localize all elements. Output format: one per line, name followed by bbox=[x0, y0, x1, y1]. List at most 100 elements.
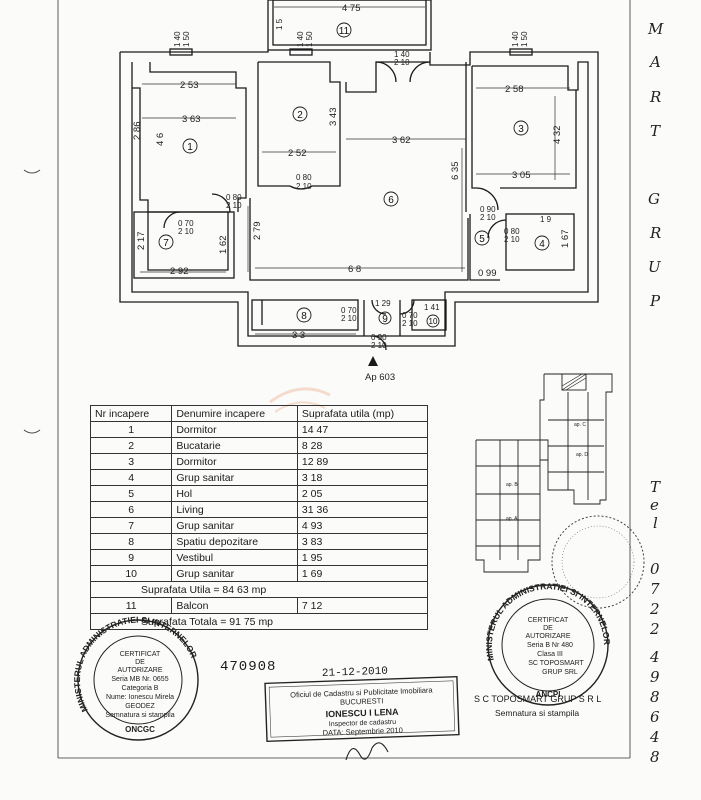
room-nr: 11 bbox=[89, 597, 173, 614]
room-nr: 3 bbox=[89, 453, 173, 470]
inspector-name: IONESCU I LENA bbox=[325, 707, 399, 720]
dim-label: 1 5 bbox=[275, 18, 284, 30]
dim-label: 1 40 bbox=[296, 31, 305, 47]
stamp-right-line: DE bbox=[543, 625, 553, 632]
side-letter: e bbox=[650, 496, 659, 514]
dim-label: 2 17 bbox=[136, 232, 147, 251]
dim-label: 1 40 bbox=[511, 31, 520, 47]
room-name: Vestibul bbox=[171, 549, 298, 566]
dim-label: 1 40 bbox=[173, 31, 182, 47]
dim-label: 0 70 bbox=[341, 306, 357, 315]
grand-total-row: Suprafata Totala = 91 75 mp bbox=[90, 613, 428, 630]
room-name: Hol bbox=[171, 485, 298, 502]
dim-label: 0 99 bbox=[478, 268, 497, 279]
room-area: 1 69 bbox=[296, 565, 429, 582]
dim-label: 0 70 bbox=[178, 219, 194, 228]
room-name: Grup sanitar bbox=[171, 469, 298, 486]
dim-label: 0 90 bbox=[371, 333, 387, 342]
dim-label: 0 90 bbox=[480, 205, 496, 214]
room-number-4: 4 bbox=[539, 239, 545, 250]
grand-total: Suprafata Totala = 91 75 mp bbox=[90, 613, 428, 630]
rooms-table: Nr incapere Denumire incapere Suprafata … bbox=[89, 405, 429, 630]
dim-label: 2 79 bbox=[252, 222, 263, 241]
usable-total-row: Suprafata Utila = 84 63 mp bbox=[90, 581, 428, 598]
document-date: 21-12-2010 bbox=[322, 666, 388, 680]
dim-label: 0 80 bbox=[504, 227, 520, 236]
dim-label: 4 6 bbox=[155, 133, 166, 146]
cadastre-stamp: Oficiul de Cadastru si Publicitate Imobi… bbox=[264, 675, 460, 743]
room-name: Spatiu depozitare bbox=[171, 533, 298, 550]
table-header: Nr incapere bbox=[89, 405, 173, 422]
side-letter: M bbox=[648, 20, 664, 38]
side-digit: 6 bbox=[650, 708, 660, 726]
room-area: 31 36 bbox=[296, 501, 429, 518]
room-number-6: 6 bbox=[388, 195, 394, 206]
table-header: Denumire incapere bbox=[171, 405, 298, 422]
dim-label: 2 10 bbox=[178, 227, 194, 236]
side-letter: U bbox=[648, 258, 661, 276]
side-digit: 0 bbox=[650, 560, 660, 578]
side-digit: 8 bbox=[650, 748, 660, 766]
room-area: 1 95 bbox=[296, 549, 429, 566]
room-name: Grup sanitar bbox=[171, 517, 298, 534]
stamp-left-line: GEODEZ bbox=[125, 703, 155, 710]
dim-label: 6 35 bbox=[450, 162, 461, 181]
stamp-right-bottom: ANCPI bbox=[536, 690, 561, 699]
stamp-right-line: Seria B Nr 480 bbox=[527, 642, 573, 649]
room-number-3: 3 bbox=[518, 124, 524, 135]
dim-label: 1 50 bbox=[520, 31, 529, 47]
room-area: 3 83 bbox=[296, 533, 429, 550]
dim-label: 3 05 bbox=[512, 170, 531, 181]
room-nr: 4 bbox=[89, 469, 173, 486]
stamp-left-line: DE bbox=[135, 659, 145, 666]
side-digit: 4 bbox=[650, 728, 660, 746]
dim-label: 4 75 bbox=[342, 3, 361, 14]
side-digit: 9 bbox=[650, 668, 660, 686]
side-letter: P bbox=[650, 292, 661, 310]
room-nr: 5 bbox=[89, 485, 173, 502]
room-number-7: 7 bbox=[163, 238, 169, 249]
dim-label: 2 92 bbox=[170, 266, 189, 277]
key-plan-label: ap. D bbox=[576, 452, 588, 458]
side-letter: l bbox=[653, 514, 658, 532]
dim-label: 1 29 bbox=[375, 299, 391, 308]
signature-caption: Semnatura si stampila bbox=[495, 708, 579, 718]
stamp-left-line: Categoria B bbox=[122, 685, 159, 692]
room-nr: 2 bbox=[89, 437, 173, 454]
room-area: 8 28 bbox=[296, 437, 429, 454]
side-digit: 8 bbox=[650, 688, 660, 706]
dim-label: 4 32 bbox=[552, 126, 563, 145]
dim-label: 2 10 bbox=[371, 341, 387, 350]
room-area: 7 12 bbox=[296, 597, 429, 614]
dim-label: 2 58 bbox=[505, 84, 524, 95]
dim-label: 3 43 bbox=[328, 108, 339, 127]
stamp-left-line: AUTORIZARE bbox=[118, 667, 163, 674]
stamp-left-line: Semnatura si stampila bbox=[105, 712, 174, 719]
key-plan-label: ap. B bbox=[506, 482, 518, 488]
stamp-left-bottom: ONCGC bbox=[125, 725, 155, 734]
dim-label: 1 40 bbox=[394, 50, 410, 59]
document-number: 470908 bbox=[220, 659, 276, 675]
dim-label: 1 62 bbox=[218, 236, 229, 255]
dim-label: 1 50 bbox=[182, 31, 191, 47]
room-number-11: 11 bbox=[339, 26, 350, 37]
inspector-title: Inspector de cadastru bbox=[329, 719, 397, 728]
room-number-5: 5 bbox=[479, 234, 485, 245]
side-letter: R bbox=[650, 88, 662, 106]
room-nr: 8 bbox=[89, 533, 173, 550]
room-name: Dormitor bbox=[171, 453, 298, 470]
dim-label: 2 10 bbox=[402, 319, 418, 328]
room-area: 2 05 bbox=[296, 485, 429, 502]
table-header: Suprafata utila (mp) bbox=[296, 405, 429, 422]
dim-label: 3 62 bbox=[392, 135, 411, 146]
dim-label: 0 80 bbox=[296, 173, 312, 182]
stamp-left: MINISTERUL ADMINISTRATIEI SI INTERNELOR … bbox=[72, 615, 199, 741]
stamp-right: MINISTERUL ADMINISTRATIEI SI INTERNELOR … bbox=[484, 581, 612, 706]
